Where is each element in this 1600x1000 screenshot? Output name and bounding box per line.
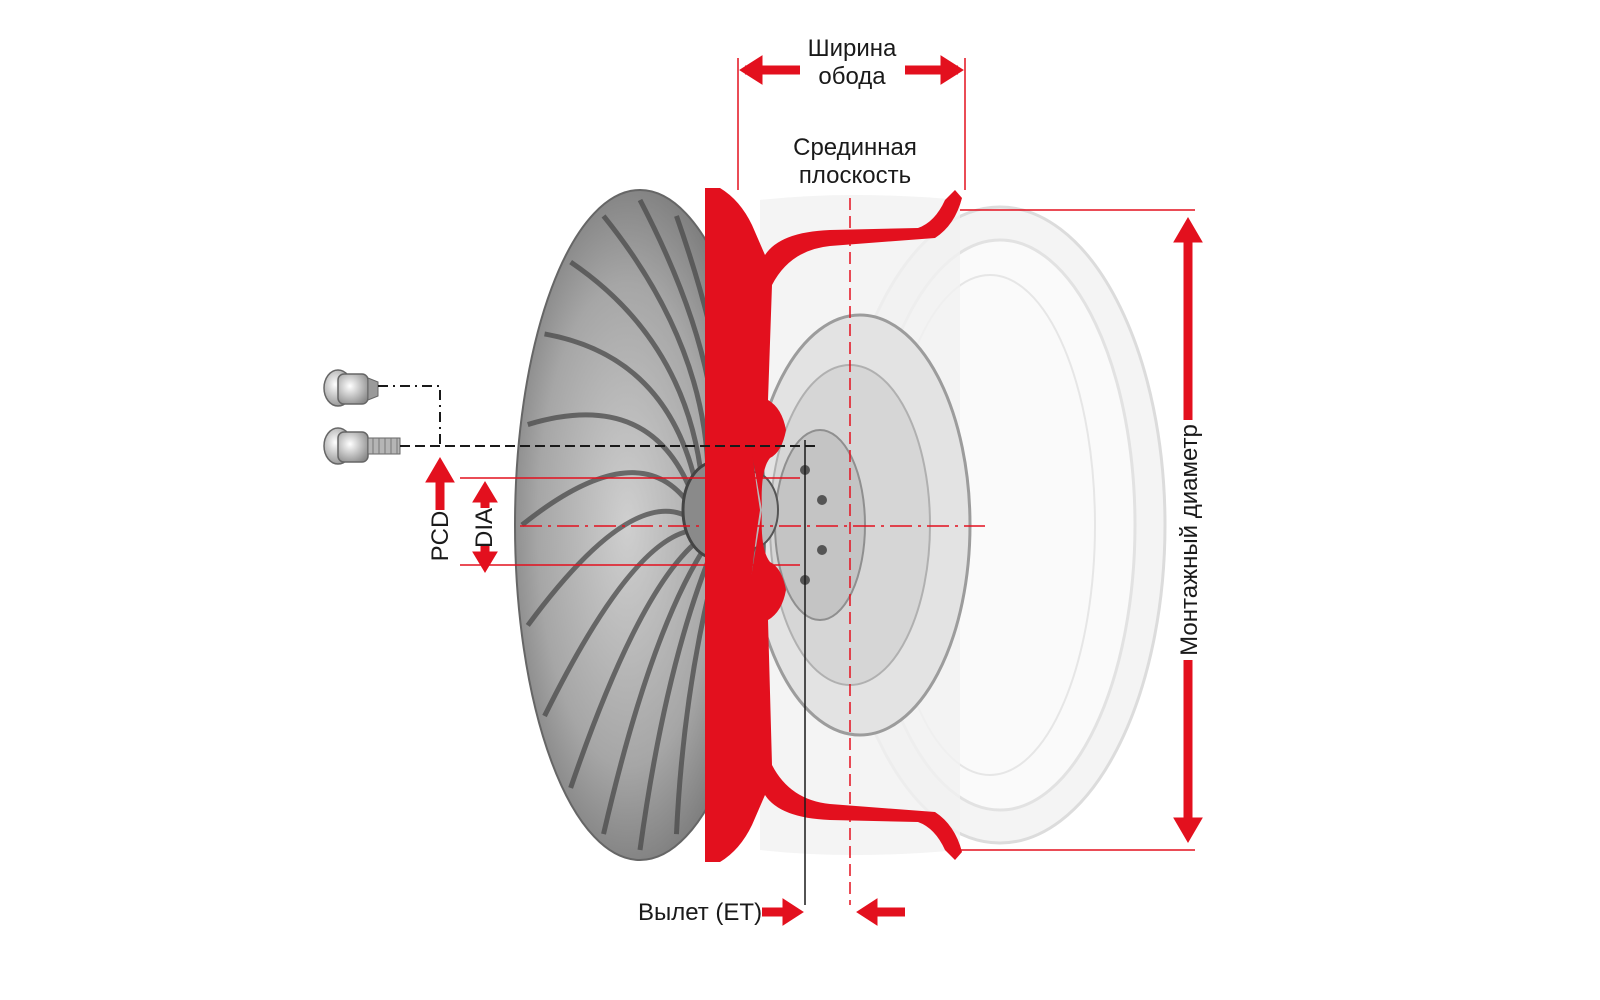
pcd-arrow	[425, 457, 455, 510]
wheel-spoke	[520, 470, 696, 527]
rim-width-label-line1: Ширина	[808, 35, 897, 62]
rim-cross-section	[705, 188, 962, 862]
wheel-spoke	[527, 412, 697, 501]
mounting-diameter-arrow	[1173, 217, 1203, 843]
center-plane-label-line1: Срединная	[793, 134, 917, 161]
offset-label: Вылет (ET)	[638, 899, 762, 926]
wheel-spoke	[542, 527, 698, 718]
guide-lines	[378, 58, 1195, 905]
center-plane-label-line2: плоскость	[799, 162, 911, 189]
mounting-diameter-label: Монтажный диаметр	[1176, 424, 1203, 656]
wheel-spoke	[569, 260, 705, 483]
rim-width-arrows	[739, 55, 964, 85]
wheel-spoke	[637, 543, 718, 851]
wheel-spoke	[544, 331, 700, 491]
brake-disc	[748, 313, 972, 737]
offset-arrows	[762, 898, 905, 926]
lug-bolt-icon	[323, 427, 401, 465]
dia-label: DIA	[471, 508, 498, 548]
lug-nut-icon	[323, 369, 379, 407]
wheel-spoke	[601, 540, 711, 835]
dia-arrows	[472, 481, 498, 573]
pcd-label: PCD	[427, 511, 454, 562]
rim-width-label-line2: обода	[818, 63, 886, 90]
wheel-spoke	[568, 535, 704, 789]
